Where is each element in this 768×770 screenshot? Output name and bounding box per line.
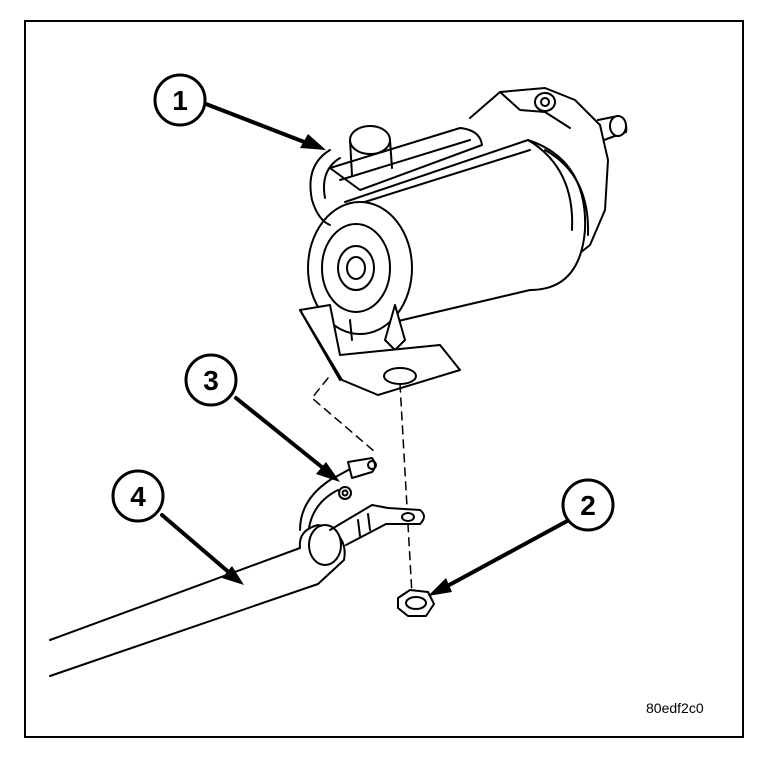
- arrow-head-1: [300, 134, 326, 150]
- arrow-head-3: [316, 462, 340, 482]
- callout-circle-3: [184, 353, 238, 407]
- callout-circle-2: [561, 478, 615, 532]
- starter-motor: [299, 87, 628, 396]
- callout-label-4: 4: [130, 481, 146, 512]
- arrow-head-2: [428, 578, 452, 596]
- callout-label-2: 2: [580, 490, 596, 521]
- callout-circle-1: [153, 73, 207, 127]
- mounting-nut: [397, 589, 435, 617]
- solenoid-terminal-nut: [299, 457, 377, 541]
- callout-circle-4: [111, 469, 165, 523]
- callout-label-1: 1: [172, 85, 188, 116]
- assembly-lines: [311, 377, 413, 596]
- leader-lines: [160, 102, 571, 592]
- battery-cable: [49, 504, 425, 677]
- arrow-head-4: [222, 566, 244, 585]
- figure-id-label: 80edf2c0: [646, 700, 704, 716]
- callout-label-3: 3: [203, 365, 219, 396]
